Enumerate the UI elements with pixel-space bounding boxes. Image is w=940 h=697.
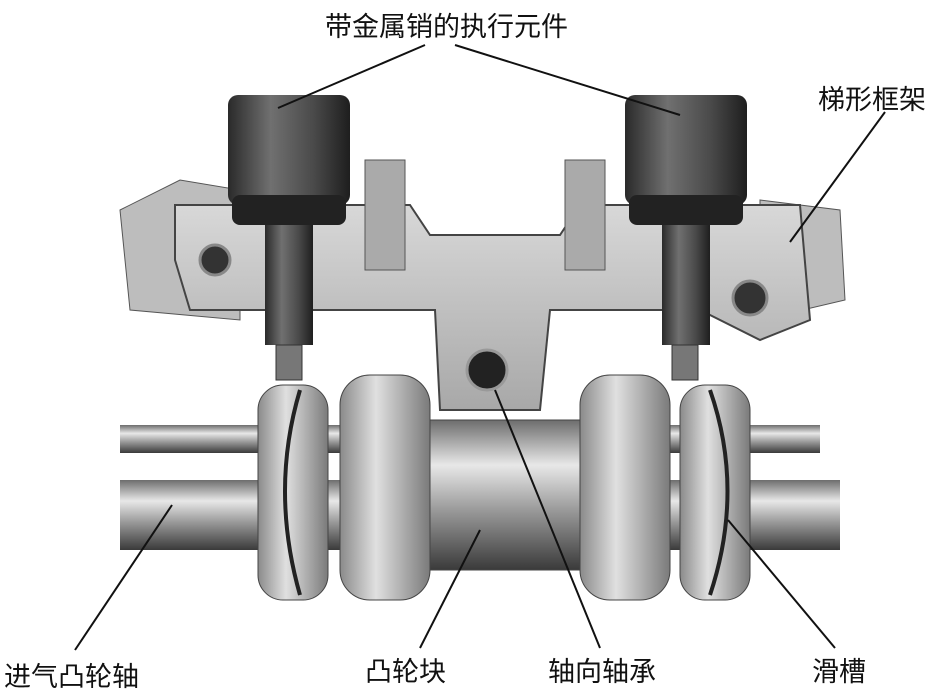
label-cam-block: 凸轮块: [365, 657, 446, 688]
actuator-left: [228, 95, 350, 381]
label-actuator: 带金属销的执行元件: [325, 12, 568, 43]
label-intake-camshaft: 进气凸轮轴: [4, 662, 139, 693]
leader-lines: [74, 44, 886, 651]
cam-block: [257, 374, 751, 601]
label-axial-bearing: 轴向轴承: [548, 657, 656, 688]
label-slide-groove: 滑槽: [812, 657, 866, 688]
ladder-frame: [119, 159, 846, 411]
actuator-right: [625, 95, 747, 381]
label-ladder-frame: 梯形框架: [818, 85, 926, 116]
